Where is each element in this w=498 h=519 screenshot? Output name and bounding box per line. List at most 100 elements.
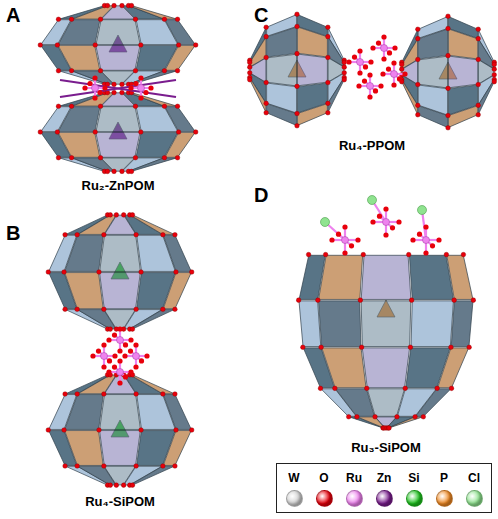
oxygen-atom [134, 307, 139, 312]
oxygen-atom [364, 386, 369, 391]
tungsten-octahedron [416, 389, 451, 417]
polyoxometalate-cluster [46, 213, 194, 332]
oxygen-atom [143, 90, 148, 95]
oxygen-atom [139, 270, 144, 275]
tungsten-octahedron [250, 78, 266, 112]
oxygen-atom [193, 43, 198, 48]
oxygen-atom [97, 270, 102, 275]
oxygen-atom [295, 24, 300, 29]
oxygen-atom [98, 17, 103, 22]
tungsten-octahedron [447, 255, 473, 299]
tungsten-octahedron [100, 395, 141, 430]
tungsten-octahedron [451, 301, 473, 347]
oxygen-atom [120, 90, 125, 95]
ruthenium-octahedron [356, 72, 383, 99]
polyoxometalate-cluster [247, 12, 346, 128]
tungsten-octahedron [362, 348, 409, 388]
oxygen-atom [112, 3, 117, 8]
zinc-bond [60, 80, 176, 97]
tungsten-octahedron [58, 132, 100, 157]
tungsten-octahedron [163, 235, 191, 271]
oxygen-atom [112, 169, 117, 174]
oxygen-atom [139, 358, 144, 363]
tungsten-octahedron [448, 56, 477, 88]
oxygen-atom [189, 428, 194, 433]
oxygen-atom [128, 337, 133, 342]
oxygen-atom [295, 51, 300, 56]
oxygen-atom [97, 428, 102, 433]
oxygen-atom [342, 60, 347, 65]
oxygen-atom [107, 358, 112, 363]
ruthenium-octahedron [329, 224, 360, 255]
oxygen-atom [112, 332, 117, 337]
tungsten-octahedron [478, 75, 494, 105]
legend-item: O [310, 470, 338, 507]
oxygen-atom [446, 113, 451, 118]
panel-letter: B [6, 222, 20, 245]
oxygen-atom [329, 237, 334, 242]
oxygen-atom [415, 27, 420, 32]
tungsten-octahedron [96, 45, 140, 70]
tungsten-octahedron [328, 78, 344, 112]
oxygen-atom [247, 71, 252, 76]
tungsten-octahedron [297, 104, 327, 126]
tungsten-octahedron [65, 431, 104, 466]
oxygen-atom [133, 155, 138, 160]
oxygen-atom [63, 307, 68, 312]
oxygen-atom [56, 68, 61, 73]
ruthenium-octahedron [90, 342, 117, 369]
ruthenium-atom [357, 59, 364, 66]
ruthenium-octahedron [128, 75, 153, 100]
oxygen-atom [402, 71, 407, 76]
oxygen-atom [161, 464, 166, 469]
oxygen-atom [87, 81, 92, 86]
oxygen-atom [492, 79, 497, 84]
tungsten-octahedron [65, 235, 104, 271]
oxygen-atom [139, 43, 144, 48]
oxygen-atom [359, 345, 364, 350]
oxygen-atom [386, 66, 391, 71]
oxygen-atom [430, 243, 435, 248]
oxygen-atom [370, 219, 375, 224]
oxygen-atom [396, 219, 401, 224]
oxygen-atom [193, 130, 198, 135]
atom-swatch [406, 490, 423, 507]
legend-label: Cl [468, 470, 480, 486]
oxygen-atom [148, 85, 153, 90]
oxygen-atom [134, 232, 139, 237]
oxygen-atom [446, 125, 451, 130]
oxygen-atom [106, 337, 111, 342]
oxygen-atom [381, 56, 386, 61]
oxygen-atom [357, 70, 362, 75]
tungsten-octahedron [124, 310, 162, 329]
ruthenium-octahedron [370, 206, 401, 237]
oxygen-atom [415, 112, 420, 117]
tungsten-octahedron [96, 132, 140, 157]
tungsten-octahedron [250, 73, 266, 103]
oxygen-atom [117, 358, 122, 363]
ruthenium-octahedron [346, 48, 373, 75]
oxygen-atom [452, 298, 457, 303]
ruthenium-atom [423, 237, 430, 244]
tungsten-octahedron [438, 348, 469, 388]
oxygen-atom [409, 298, 414, 303]
oxygen-atom [162, 155, 167, 160]
legend-label: Zn [377, 470, 392, 486]
oxygen-atom [173, 464, 178, 469]
ruthenium-atom [367, 83, 374, 90]
oxygen-atom [376, 40, 381, 45]
zinc-bond [60, 80, 176, 97]
oxygen-atom [295, 111, 300, 116]
ruthenium-octahedron [106, 326, 133, 353]
panel-letter: A [6, 4, 20, 27]
oxygen-atom [423, 224, 428, 229]
oxygen-atom [403, 386, 408, 391]
tungsten-octahedron [165, 20, 195, 45]
legend-item: Zn [370, 470, 398, 507]
oxygen-atom [129, 3, 134, 8]
tungsten-octahedron [100, 431, 141, 466]
oxygen-atom [435, 386, 440, 391]
oxygen-atom [62, 270, 67, 275]
tungsten-octahedron [478, 80, 494, 114]
